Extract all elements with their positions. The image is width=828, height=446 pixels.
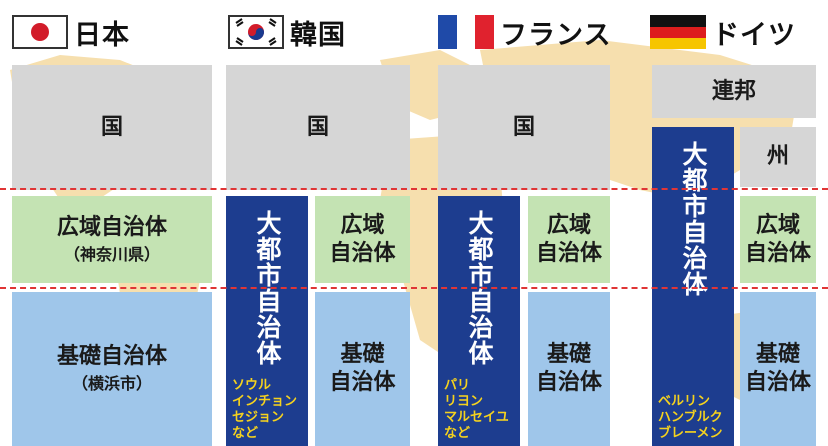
korea-example-item: セジョン (232, 410, 285, 425)
germany-basic-label-line2: 自治体 (744, 370, 811, 395)
korea-example-item: ソウル (232, 378, 272, 393)
japan-basic-label: 基礎自治体 (56, 344, 167, 369)
germany-state-box: 州 (740, 127, 816, 187)
korea-national-box: 国 (226, 65, 410, 190)
germany-basic-box: 基礎 自治体 (740, 292, 816, 446)
france-example-item: マルセイユ (444, 410, 509, 425)
france-example-item: など (444, 426, 471, 441)
country-name-france: フランス (500, 19, 612, 51)
divider-regional-basic (0, 287, 828, 289)
korea-basic-label-line1: 基礎 (340, 342, 385, 367)
germany-regional-box: 広域 自治体 (740, 196, 816, 283)
japan-flag-icon (12, 15, 68, 49)
country-name-japan: 日本 (74, 19, 130, 51)
germany-flag-icon (650, 15, 706, 49)
germany-federal-box: 連邦 (652, 65, 816, 118)
japan-regional-box: 広域自治体 （神奈川県） (12, 196, 212, 283)
france-metro-examples: パリ リヨン マルセイユ など (444, 378, 509, 442)
korea-flag-icon (228, 15, 284, 49)
germany-metro-label: 大都市自治体 (679, 141, 708, 297)
country-name-korea: 韓国 (290, 19, 346, 51)
korea-example-item: インチョン (232, 394, 298, 409)
korea-regional-label-line1: 広域 (340, 212, 385, 238)
germany-state-label: 州 (766, 144, 789, 169)
korea-basic-label-line2: 自治体 (329, 370, 396, 395)
korea-basic-box: 基礎 自治体 (315, 292, 410, 446)
germany-example-item: ベルリン (658, 394, 711, 409)
france-basic-label-line2: 自治体 (535, 370, 602, 395)
france-example-item: リヨン (444, 394, 484, 409)
japan-basic-box: 基礎自治体 （横浜市） (12, 292, 212, 446)
korea-regional-box: 広域 自治体 (315, 196, 410, 283)
france-national-box: 国 (438, 65, 610, 190)
divider-national-regional (0, 188, 828, 190)
country-name-germany: ドイツ (712, 19, 796, 51)
france-metro-box: 大都市自治体 パリ リヨン マルセイユ など (438, 196, 520, 446)
header-korea: 韓国 (228, 10, 346, 54)
france-basic-box: 基礎 自治体 (528, 292, 610, 446)
germany-federal-label: 連邦 (711, 78, 756, 104)
header-japan: 日本 (12, 10, 130, 54)
germany-metro-examples: ベルリン ハンブルク ブレーメン (658, 394, 723, 442)
korea-metro-examples: ソウル インチョン セジョン など (232, 378, 297, 442)
france-flag-icon (438, 15, 494, 49)
france-regional-label-line1: 広域 (546, 212, 591, 238)
france-regional-box: 広域 自治体 (528, 196, 610, 283)
germany-regional-label-line2: 自治体 (744, 240, 811, 266)
germany-example-item: ブレーメン (658, 426, 723, 441)
header-germany: ドイツ (650, 10, 796, 54)
germany-example-item: ハンブルク (658, 410, 723, 425)
germany-metro-box: 大都市自治体 ベルリン ハンブルク ブレーメン (652, 127, 734, 446)
korea-national-label: 国 (306, 114, 329, 140)
germany-regional-label-line1: 広域 (755, 212, 800, 238)
france-example-item: パリ (444, 378, 471, 393)
korea-metro-box: 大都市自治体 ソウル インチョン セジョン など (226, 196, 308, 446)
korea-regional-label-line2: 自治体 (329, 240, 396, 266)
france-national-label: 国 (512, 114, 535, 140)
header-france: フランス (438, 10, 611, 54)
france-regional-label-line2: 自治体 (535, 240, 602, 266)
korea-example-item: など (232, 426, 259, 441)
japan-national-label: 国 (100, 114, 123, 140)
japan-regional-label: 広域自治体 (56, 214, 167, 240)
germany-basic-label-line1: 基礎 (755, 342, 800, 367)
japan-national-box: 国 (12, 65, 212, 190)
japan-regional-note: （神奈川県） (63, 244, 160, 264)
japan-basic-note: （横浜市） (71, 374, 152, 393)
france-basic-label-line1: 基礎 (546, 342, 591, 367)
